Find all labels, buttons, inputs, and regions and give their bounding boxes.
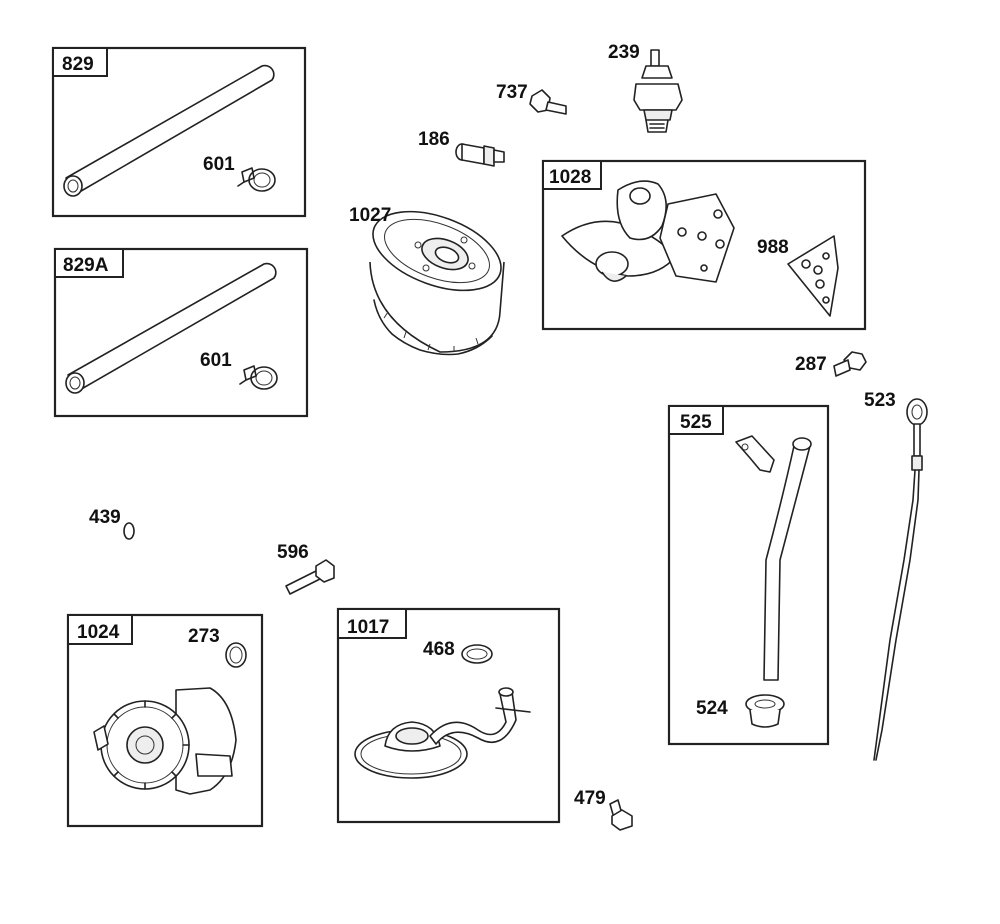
part-label-737: 737	[496, 82, 528, 103]
oil-pickup-icon	[354, 687, 531, 779]
dipstick-icon	[873, 398, 928, 761]
kit-box-525: 525 524	[667, 404, 830, 746]
kit-label-1017: 1017	[347, 617, 389, 638]
bolt-icon	[285, 559, 335, 595]
part-label-186: 186	[418, 129, 450, 150]
part-label-287: 287	[795, 354, 827, 375]
pressure-switch-icon	[633, 49, 683, 133]
hose-clamp-icon	[237, 167, 276, 192]
part-label-596: 596	[277, 542, 309, 563]
kit-box-1024: 1024 273	[66, 613, 264, 828]
dipstick-tube-icon	[735, 435, 812, 681]
hose-tube	[65, 262, 277, 394]
part-label-601: 601	[200, 350, 232, 371]
kit-label-1028: 1028	[549, 167, 591, 188]
o-ring-icon	[225, 642, 247, 668]
oil-pump-icon	[93, 687, 237, 795]
oil-filter-icon	[369, 210, 505, 356]
fitting-icon	[455, 143, 505, 167]
kit-label-829: 829	[62, 54, 94, 75]
screw-icon	[609, 799, 633, 831]
kit-label-829A: 829A	[63, 255, 109, 276]
kit-box-829: 829 601	[51, 46, 307, 218]
part-label-479: 479	[574, 788, 606, 809]
bolt-icon	[529, 89, 567, 115]
kit-box-829A: 829A 601	[53, 247, 309, 418]
part-label-439: 439	[89, 507, 121, 528]
part-label-468: 468	[423, 639, 455, 660]
kit-label-1024: 1024	[77, 622, 120, 643]
filter-adapter-icon	[561, 180, 735, 283]
part-label-273: 273	[188, 626, 220, 647]
o-ring-icon	[461, 644, 493, 664]
part-label-1027: 1027	[349, 205, 391, 226]
grommet-icon	[745, 694, 785, 728]
adapter-gasket-icon	[787, 235, 839, 317]
part-label-523: 523	[864, 390, 896, 411]
part-label-988: 988	[757, 237, 789, 258]
kit-label-525: 525	[680, 412, 712, 433]
kit-box-1028: 1028 988	[541, 159, 867, 331]
hose-clamp-icon	[239, 365, 278, 390]
hose-tube	[63, 64, 275, 197]
part-label-601: 601	[203, 154, 235, 175]
part-label-239: 239	[608, 42, 640, 63]
o-ring-icon	[123, 522, 135, 540]
kit-box-1017: 1017 468	[336, 607, 561, 824]
part-label-524: 524	[696, 698, 728, 719]
bolt-icon	[833, 351, 867, 377]
